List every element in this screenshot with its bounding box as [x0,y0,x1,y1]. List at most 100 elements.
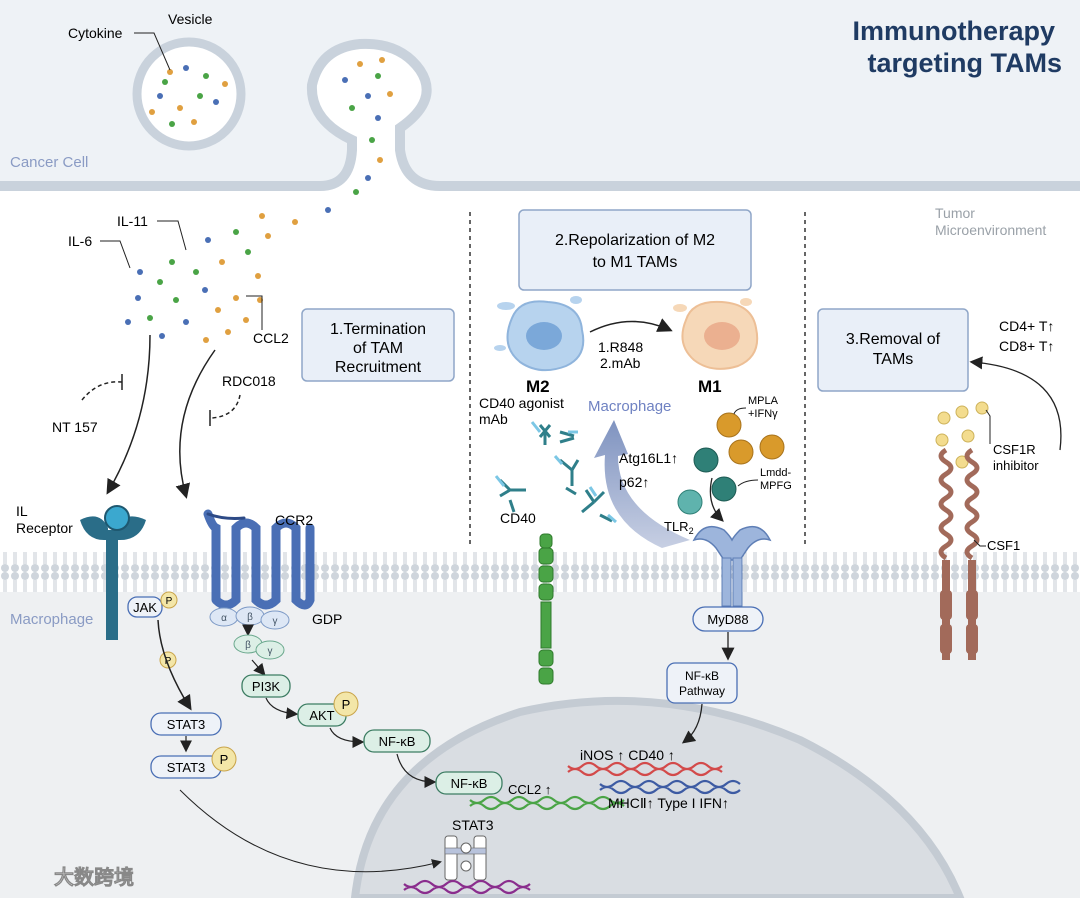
m2-macrophage [494,296,585,372]
nfkb-pathway-1: NF-κB [685,669,719,683]
stat3-p-label: STAT3 [167,760,206,775]
repolarization-box [518,209,752,291]
cd4-label: CD4+ T↑ [999,318,1054,334]
cytokine-leader [134,32,171,71]
nucleus-nfkb-label: NF-κB [451,776,488,791]
g-beta-label: β [247,612,253,623]
m2-label: M2 [526,377,550,396]
title-line-2: targeting TAMs [868,48,1063,78]
g-gamma-label: γ [273,616,278,627]
stat3-phospho-label: P [220,752,229,767]
gdp-label: GDP [312,611,342,627]
termination-line-2: of TAM [353,340,403,357]
mpla-particle [716,412,742,438]
myd88-node [692,606,764,632]
vesicle-label: Vesicle [168,11,213,27]
csf1r-receptor [938,447,980,561]
tlr-label: TLR2 [664,519,694,536]
termination-box [301,308,455,382]
cancer-cell-label: Cancer Cell [10,154,88,171]
nucleus-mhc-ifn-label: MHCⅡ↑ Type I IFN↑ [608,795,729,811]
ccl2-label: CCL2 [253,330,289,346]
mpla-leader [733,407,747,415]
stat3-label: STAT3 [167,717,206,732]
cancer-cell-body [0,0,1080,186]
akt-phospho-label: P [342,697,351,712]
csf1r-label-1: CSF1R [993,442,1036,457]
removal-line-1: 3.Removal of [846,331,941,348]
termination-line-1: 1.Termination [330,321,426,338]
cancer-cell-membrane [0,38,1080,191]
nt157-label: NT 157 [52,419,98,435]
inos-dna [567,761,723,777]
macrophage-region-label: Macrophage [10,611,93,628]
ifn-particle [728,439,754,465]
myd88-label: MyD88 [707,612,748,627]
lmdd-label-1: Lmdd- [760,467,792,479]
removal-arrow [969,356,1062,451]
rdc018-inhibition [211,394,241,419]
il-receptor [80,505,146,640]
nucleus [350,696,965,898]
cd40-agonist-2: mAb [479,411,508,427]
ifn-particle-2 [759,434,785,460]
akt-label: AKT [309,708,334,723]
ccl2-dna [469,795,625,811]
p62-particle [677,489,703,515]
il6-leader [100,240,131,269]
stat3-nucleus-arrow [179,789,442,873]
repolarization-line-1: 2.Repolarization of M2 [555,232,715,249]
mpla-label-1: MPLA [748,395,779,407]
lmdd-label-2: MPFG [760,480,792,492]
cd8-label: CD8+ T↑ [999,338,1054,354]
cytokine-dots [125,57,393,343]
ccr2-receptor [203,509,315,610]
ccr2-label: CCR2 [275,512,313,528]
il-receptor-label-1: IL [16,503,28,519]
pi3k-label: PI3K [252,679,281,694]
stat3-node [150,712,222,736]
nfkb-pathway-arrow [681,703,703,744]
jak-phospho-label: P [166,596,173,607]
ccl2-leader [246,295,263,330]
nfkb-nucleus-arrow [396,753,437,788]
nfkb-node [363,729,431,753]
g-gamma-2 [255,640,285,660]
stat3-dimer [444,835,487,881]
p62-label: p62↑ [619,474,649,490]
stat3-dna [403,879,531,895]
lmdd-leader [737,479,759,487]
free-phospho [159,651,177,669]
csf1-ligands [935,401,989,469]
g-beta-2-label: β [245,640,251,651]
nfkb-label: NF-κB [379,734,416,749]
jak-node [127,596,163,618]
stat3-phospho [211,746,237,772]
nfkb-pathway-node [666,662,738,704]
termination-line-3: Recruitment [335,359,422,376]
repolarization-line-2: to M1 TAMs [593,254,678,271]
il11-leader [157,220,187,251]
csf1-label: CSF1 [987,538,1020,553]
ligand-tlr-arrow [709,477,724,522]
g-gamma-2-label: γ [268,646,273,657]
macrophage-label: Macrophage [588,398,671,415]
m2-m1-arrow [589,318,673,333]
nfkb-pathway-2: Pathway [679,684,725,698]
lmdd-particle [711,476,737,502]
atg16l1-label: Atg16L1↑ [619,450,678,466]
treatment-1: 1.R848 [598,339,643,355]
g-pi3k-arrow [251,659,266,676]
pi3k-node [241,674,291,698]
nucleus-stat3-label: STAT3 [452,817,494,833]
jak-label: JAK [133,600,157,615]
rdc018-label: RDC018 [222,373,276,389]
il11-label: IL-11 [117,213,148,229]
cd40-label: CD40 [500,510,536,526]
g-alpha-label: α [221,613,227,624]
akt-nfkb-arrow [329,727,365,748]
m1-label: M1 [698,377,722,396]
il6-label: IL-6 [68,233,92,249]
